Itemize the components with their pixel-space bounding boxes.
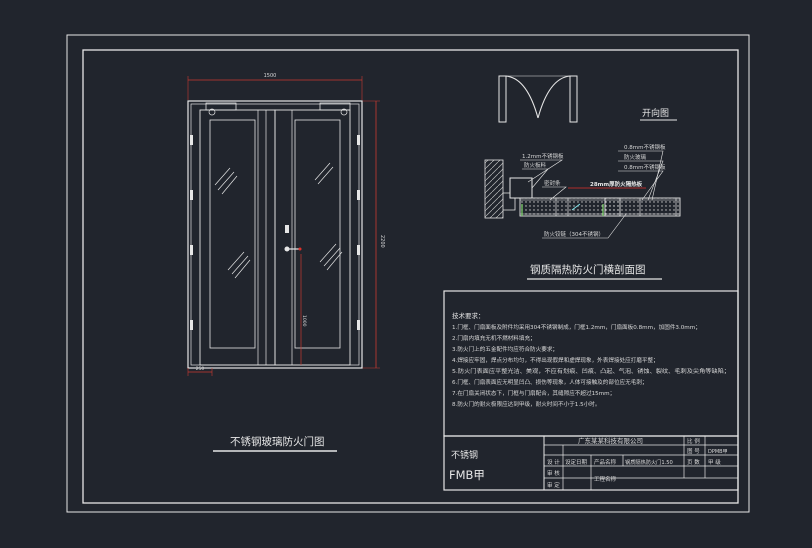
door-handle: [284, 225, 302, 252]
approve-label: 审 定: [547, 481, 560, 489]
label-fire-plate: 防火板料: [524, 161, 547, 169]
label-core: 28mm厚防火隔热板: [590, 180, 643, 188]
glass-panel-left: [209, 119, 256, 349]
check-label: 审 核: [547, 469, 560, 477]
page-label: 页 数: [687, 458, 700, 466]
sheet-value: DPMB甲: [708, 449, 728, 455]
label-seal: 密封条: [544, 179, 561, 187]
page-value: 甲 级: [708, 458, 721, 466]
design-label: 设 计: [547, 458, 560, 466]
outer-border: [66, 34, 750, 513]
door-elevation: 1500 2200: [187, 73, 385, 376]
door-elevation-title: 不锈钢玻璃防火门图: [230, 435, 325, 448]
spec-line: 8.防火门的耐火极限应达到甲级，耐火时间不小于1.5小时。: [452, 400, 600, 408]
opening-title: 开向图: [642, 107, 669, 119]
label-steel-0-8-a: 0.8mm不锈钢板: [624, 143, 666, 151]
spec-line: 6.门框、门扇表面应无明显凹凸、损伤等现象，人体可接触及的部位应无毛刺；: [452, 378, 648, 386]
section-title: 钢质隔热防火门横剖面图: [530, 263, 646, 276]
company-name: 广东某某科技有限公司: [578, 436, 643, 445]
specs-heading: 技术要求：: [452, 311, 485, 320]
spec-line: 2.门扇内填充无机不燃材料填充；: [452, 334, 536, 342]
wall-hatch: [484, 159, 504, 219]
door-closer-left: [205, 102, 237, 116]
glass-panel-right: [294, 119, 341, 349]
dim-width: 1500: [264, 73, 277, 79]
title-block: [443, 435, 739, 491]
dim-bottom-offset: 250: [196, 366, 205, 372]
model-label: FMB甲: [449, 468, 485, 482]
spec-line: 3.防火门上的五金配件均应符合防火要求；: [452, 345, 558, 353]
sheet-label: 图 号: [687, 447, 700, 455]
label-steel-0-8-b: 0.8mm不锈钢板: [624, 163, 666, 171]
spec-line: 5.防火门表面应平整光洁、美观，不应有划痕、凹痕、凸起、气泡、锈蚀、裂纹、毛刺及…: [452, 367, 730, 375]
dim-height: 2200: [379, 235, 385, 248]
cross-section: 1.2mm不锈钢板 防火板料 密封条 28mm厚防火隔热板 0.8mm不锈钢板 …: [484, 143, 681, 239]
spec-line: 1.门框、门扇面板及附件均采用304不锈钢制成，门框1.2mm，门扇面板0.8m…: [452, 323, 701, 331]
label-hinge: 防火铰链（304不锈钢）: [544, 230, 604, 238]
opening-diagram: [498, 75, 578, 123]
dim-handle-height: 1000: [301, 315, 307, 327]
door-closer-right: [319, 102, 351, 116]
spec-line: 7.在门扇关闭状态下，门框与门扇配合，其缝隙应不超过15mm；: [452, 389, 615, 397]
specs-list: 1.门框、门扇面板及附件均采用304不锈钢制成，门框1.2mm，门扇面板0.8m…: [452, 323, 730, 408]
inner-border: [82, 49, 739, 504]
label-fire-glass: 防火玻璃: [624, 153, 647, 161]
material-label: 不锈钢: [451, 449, 478, 461]
spec-line: 4.焊接应牢固，焊点分布均匀，不得出现假焊和虚焊现象，外表焊接处应打磨平整；: [452, 356, 659, 364]
product-name-value: 钢质隔热防火门1.50: [625, 458, 673, 466]
project-name-label: 工程名称: [594, 475, 617, 483]
design-date-label: 设定日期: [565, 458, 588, 466]
scale-label: 比 例: [687, 437, 700, 445]
product-name-label: 产品名称: [594, 458, 617, 466]
label-steel-1-2: 1.2mm不锈钢板: [522, 152, 564, 160]
